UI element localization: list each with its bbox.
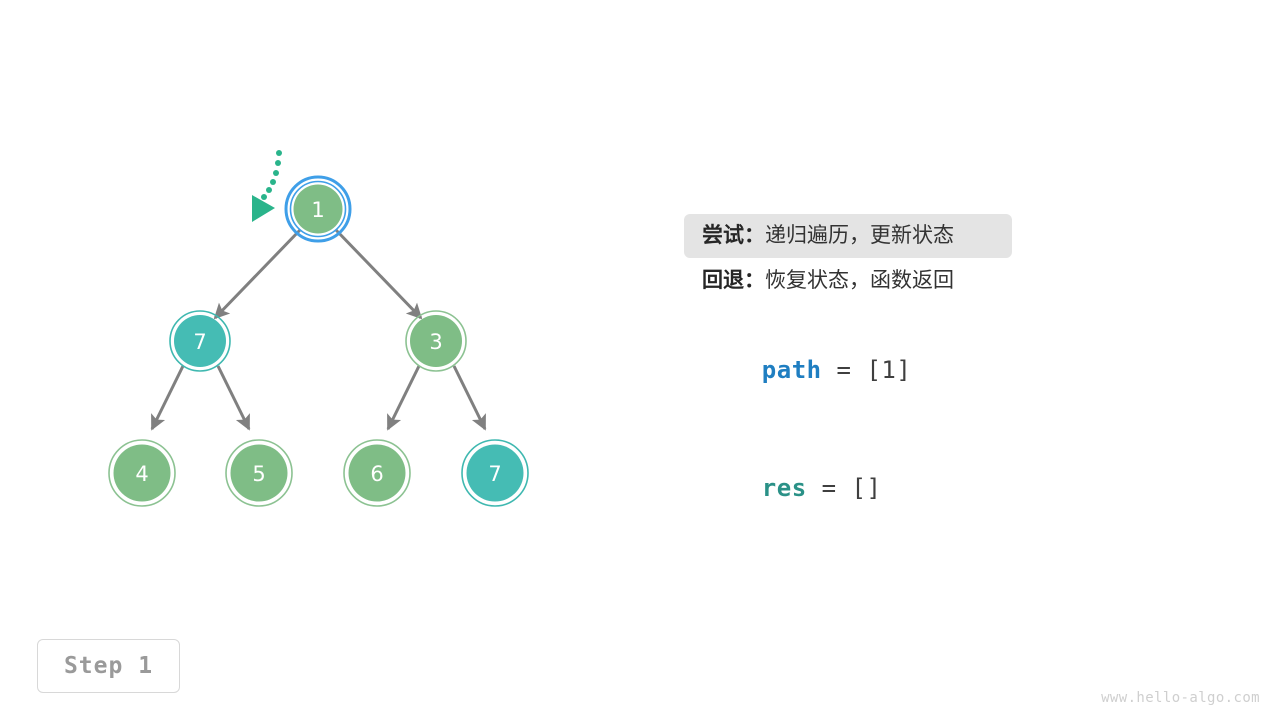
tree-node-7-left[interactable]: 7 (169, 310, 231, 372)
node-outer-ring (169, 310, 231, 372)
node-outer-ring (343, 439, 411, 507)
edge-1-7 (213, 228, 302, 320)
res-variable-name: res (761, 474, 807, 502)
path-variable-name: path (761, 356, 822, 384)
tree-node-3[interactable]: 3 (405, 310, 467, 372)
node-value: 7 (488, 462, 501, 486)
res-variable-line: res = [] (702, 446, 881, 530)
res-variable-value: = [] (806, 474, 882, 502)
node-fill (348, 444, 406, 502)
tree-node-5[interactable]: 5 (225, 439, 293, 507)
node-inner-ring (289, 180, 347, 238)
edge-7-5 (216, 365, 251, 431)
pointer-dot (273, 170, 279, 176)
tree-node-4[interactable]: 4 (108, 439, 176, 507)
pointer-dot (276, 150, 282, 156)
node-fill (174, 315, 226, 367)
pointer-dot (275, 160, 281, 166)
pointer-dot (270, 179, 276, 185)
node-fill (466, 444, 524, 502)
try-label: 尝试： (702, 223, 765, 247)
node-fill (230, 444, 288, 502)
node-active-ring (284, 175, 352, 243)
node-value: 6 (370, 462, 383, 486)
watermark: www.hello-algo.com (1101, 690, 1260, 706)
node-value: 5 (252, 462, 265, 486)
tree-edges (150, 228, 487, 431)
tree-node-6[interactable]: 6 (343, 439, 411, 507)
node-value: 7 (193, 330, 206, 354)
try-phase-line: 尝试： 递归遍历，更新状态 (684, 214, 1012, 258)
path-variable-line: path = [1] (702, 328, 911, 412)
tree-node-7-right[interactable]: 7 (461, 439, 529, 507)
backtrack-label: 回退： (702, 268, 765, 292)
info-panel: 尝试： 递归遍历，更新状态 回退： 恢复状态，函数返回 (684, 214, 1204, 302)
step-badge-label: Step 1 (63, 653, 154, 679)
recursion-pointer (252, 150, 282, 222)
tree-node-1[interactable]: 1 (284, 175, 352, 243)
node-fill (293, 184, 343, 234)
edge-7-4 (150, 365, 185, 431)
node-fill (113, 444, 171, 502)
backtrack-value: 恢复状态，函数返回 (765, 268, 954, 292)
edge-3-7r (452, 365, 487, 431)
step-badge: Step 1 (37, 639, 180, 693)
pointer-triangle-icon (252, 195, 275, 222)
node-outer-ring (405, 310, 467, 372)
edge-3-6 (386, 365, 421, 431)
binary-tree-diagram: 1 7 3 4 5 6 (108, 150, 529, 507)
try-value: 递归遍历，更新状态 (765, 223, 954, 247)
node-outer-ring (108, 439, 176, 507)
node-value: 1 (311, 198, 324, 222)
node-value: 3 (429, 330, 442, 354)
node-fill (410, 315, 462, 367)
node-value: 4 (135, 462, 148, 486)
edge-1-3 (334, 228, 423, 320)
node-outer-ring (225, 439, 293, 507)
node-outer-ring (461, 439, 529, 507)
pointer-dot (266, 187, 272, 193)
backtrack-phase-line: 回退： 恢复状态，函数返回 (684, 258, 1204, 302)
pointer-dot (261, 194, 267, 200)
path-variable-value: = [1] (821, 356, 912, 384)
